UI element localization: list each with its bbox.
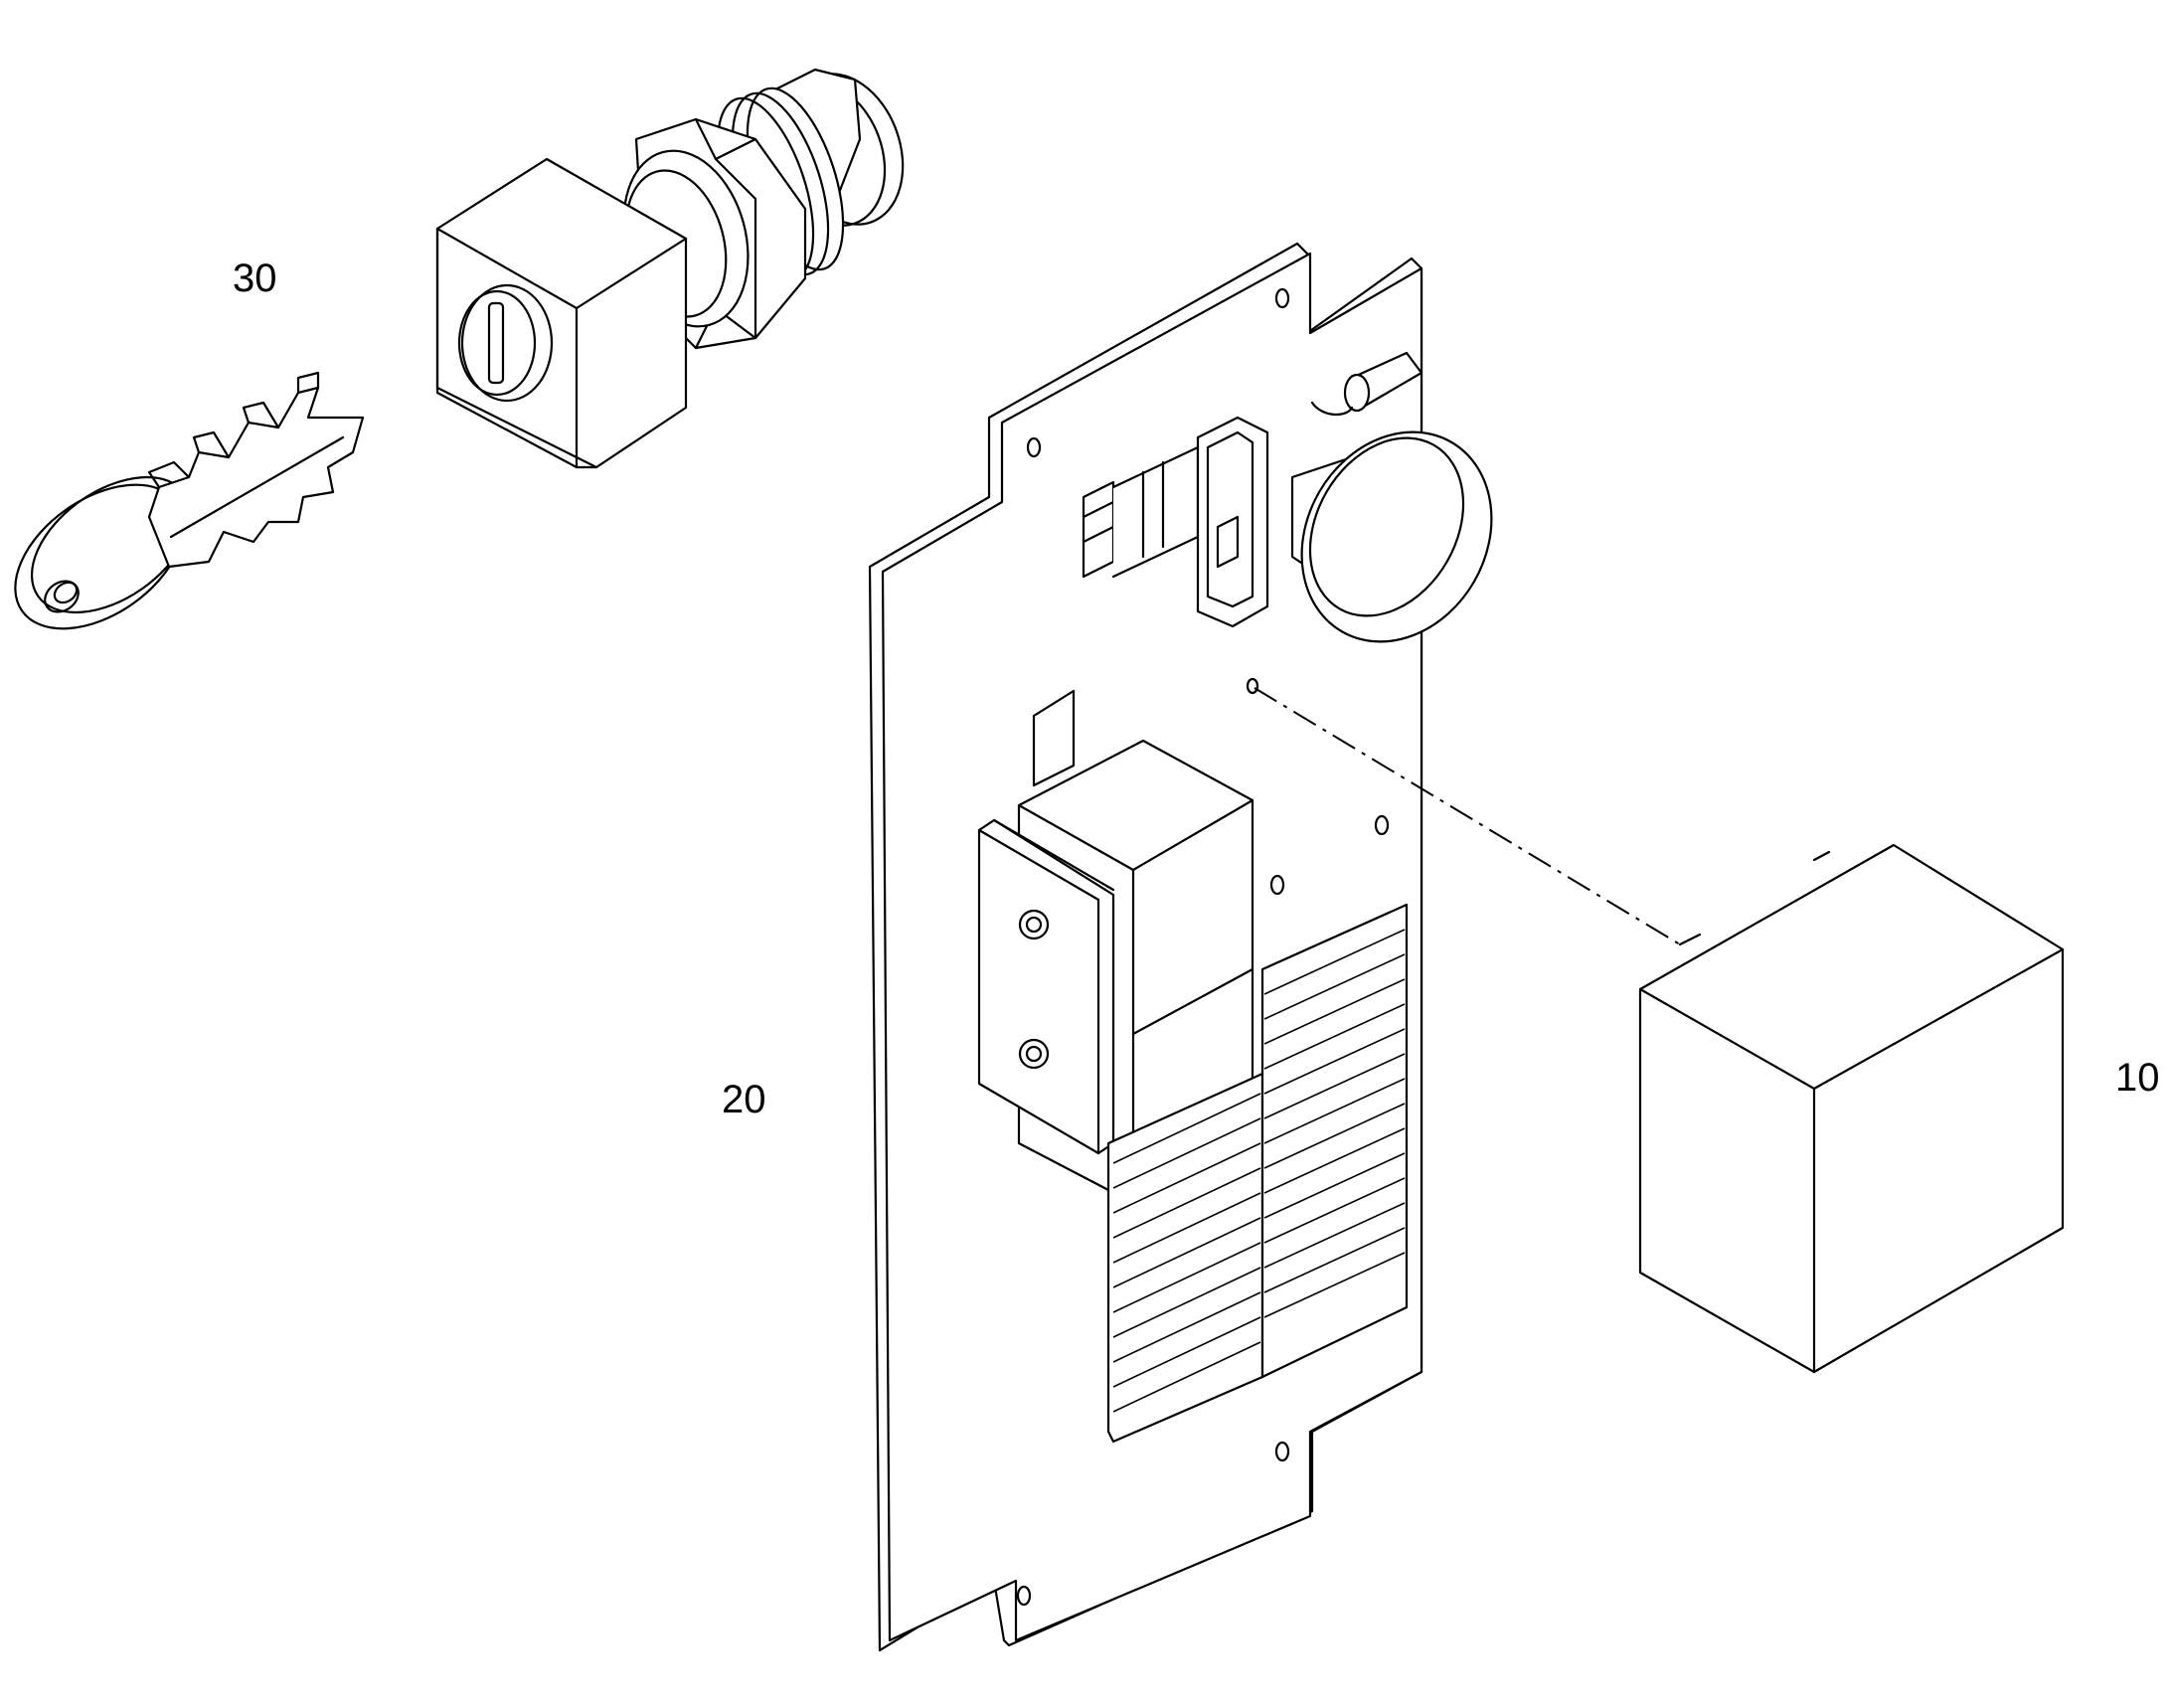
callout-10: 10	[2115, 1056, 2160, 1100]
lock-cylinder-drawing	[435, 68, 905, 469]
callout-30: 30	[233, 256, 277, 300]
module-box-drawing	[1638, 843, 2065, 1374]
alignment-line	[1254, 687, 1681, 945]
circuit-board-drawing	[868, 242, 1493, 1652]
terminal-strip-right	[1260, 903, 1409, 1379]
callout-20: 20	[722, 1078, 766, 1121]
terminal-strip-left	[1106, 1072, 1264, 1444]
key-drawing	[14, 371, 365, 630]
